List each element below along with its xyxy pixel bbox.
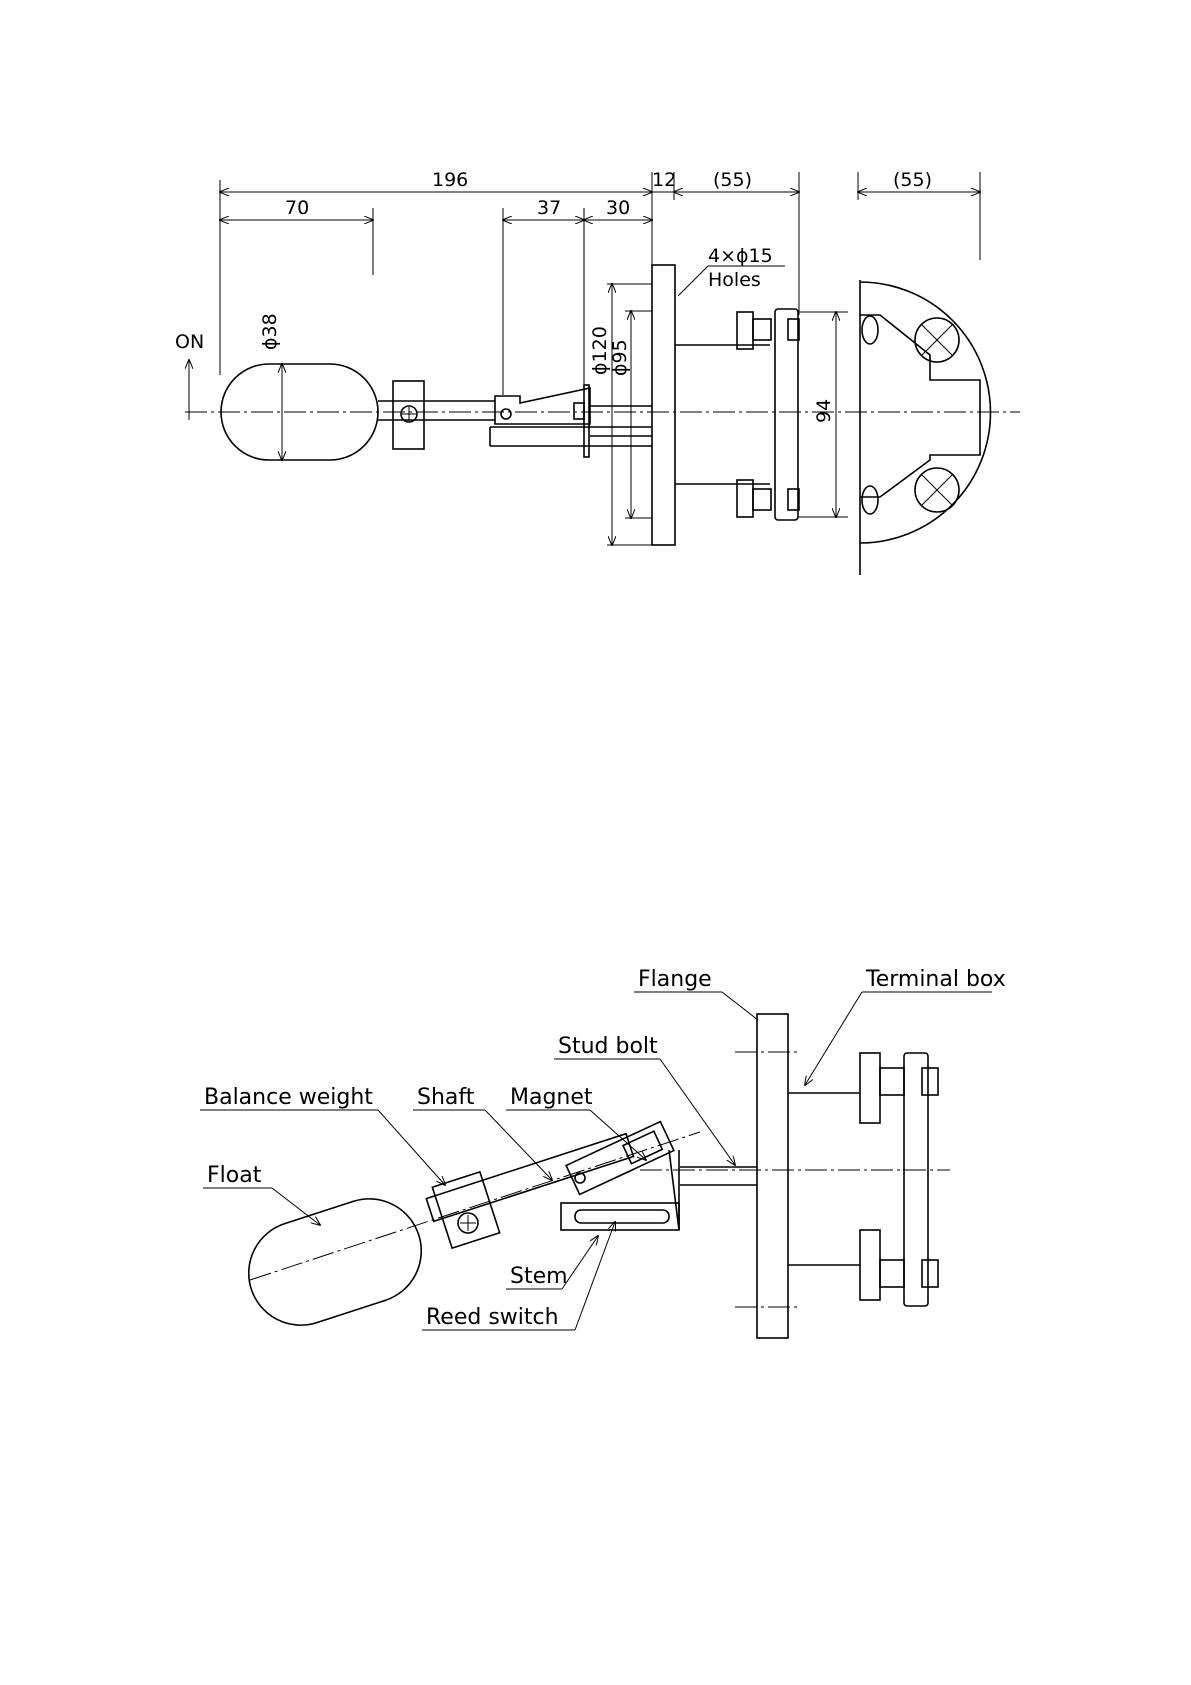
flange-bottom	[757, 1014, 788, 1338]
dim-55b-text: (55)	[893, 169, 932, 191]
holes-note-2: Holes	[708, 269, 761, 291]
label-flange: Flange	[638, 967, 712, 992]
label-magnet: Magnet	[510, 1085, 593, 1110]
bottom-view-drawing: Flange Terminal box Stud bolt Balance we…	[200, 967, 1006, 1339]
reed-switch-glass	[575, 1210, 669, 1223]
dim-37-text: 37	[537, 197, 561, 219]
holes-note-1: 4×ϕ15	[708, 245, 773, 267]
phi95-text: ϕ95	[609, 339, 631, 376]
dim-55a-text: (55)	[713, 169, 752, 191]
dim-94-text: 94	[813, 399, 835, 423]
label-balance-weight: Balance weight	[204, 1085, 373, 1110]
dim-12-text: 12	[652, 169, 676, 191]
terminal-box-bottom	[904, 1053, 928, 1306]
label-reed-switch: Reed switch	[426, 1305, 559, 1330]
label-shaft: Shaft	[417, 1085, 475, 1110]
balance-weight-tilted	[432, 1172, 499, 1248]
phi120-text: ϕ120	[589, 326, 611, 375]
dim-70-text: 70	[285, 197, 309, 219]
top-view-drawing: 196 70 37 30 12 (55) (55) 4×ϕ15 Holes ϕ3…	[175, 169, 1020, 575]
flange-side	[652, 265, 675, 545]
label-stud-bolt: Stud bolt	[558, 1034, 658, 1059]
label-terminal-box: Terminal box	[865, 967, 1006, 992]
dim-30-text: 30	[606, 197, 630, 219]
float-tilted	[235, 1185, 435, 1338]
label-stem: Stem	[510, 1264, 568, 1289]
on-label: ON	[175, 331, 204, 353]
stem-bottom	[561, 1203, 679, 1230]
dim-196-text: 196	[432, 169, 468, 191]
label-float: Float	[207, 1163, 262, 1188]
phi38-text: ϕ38	[259, 313, 281, 350]
